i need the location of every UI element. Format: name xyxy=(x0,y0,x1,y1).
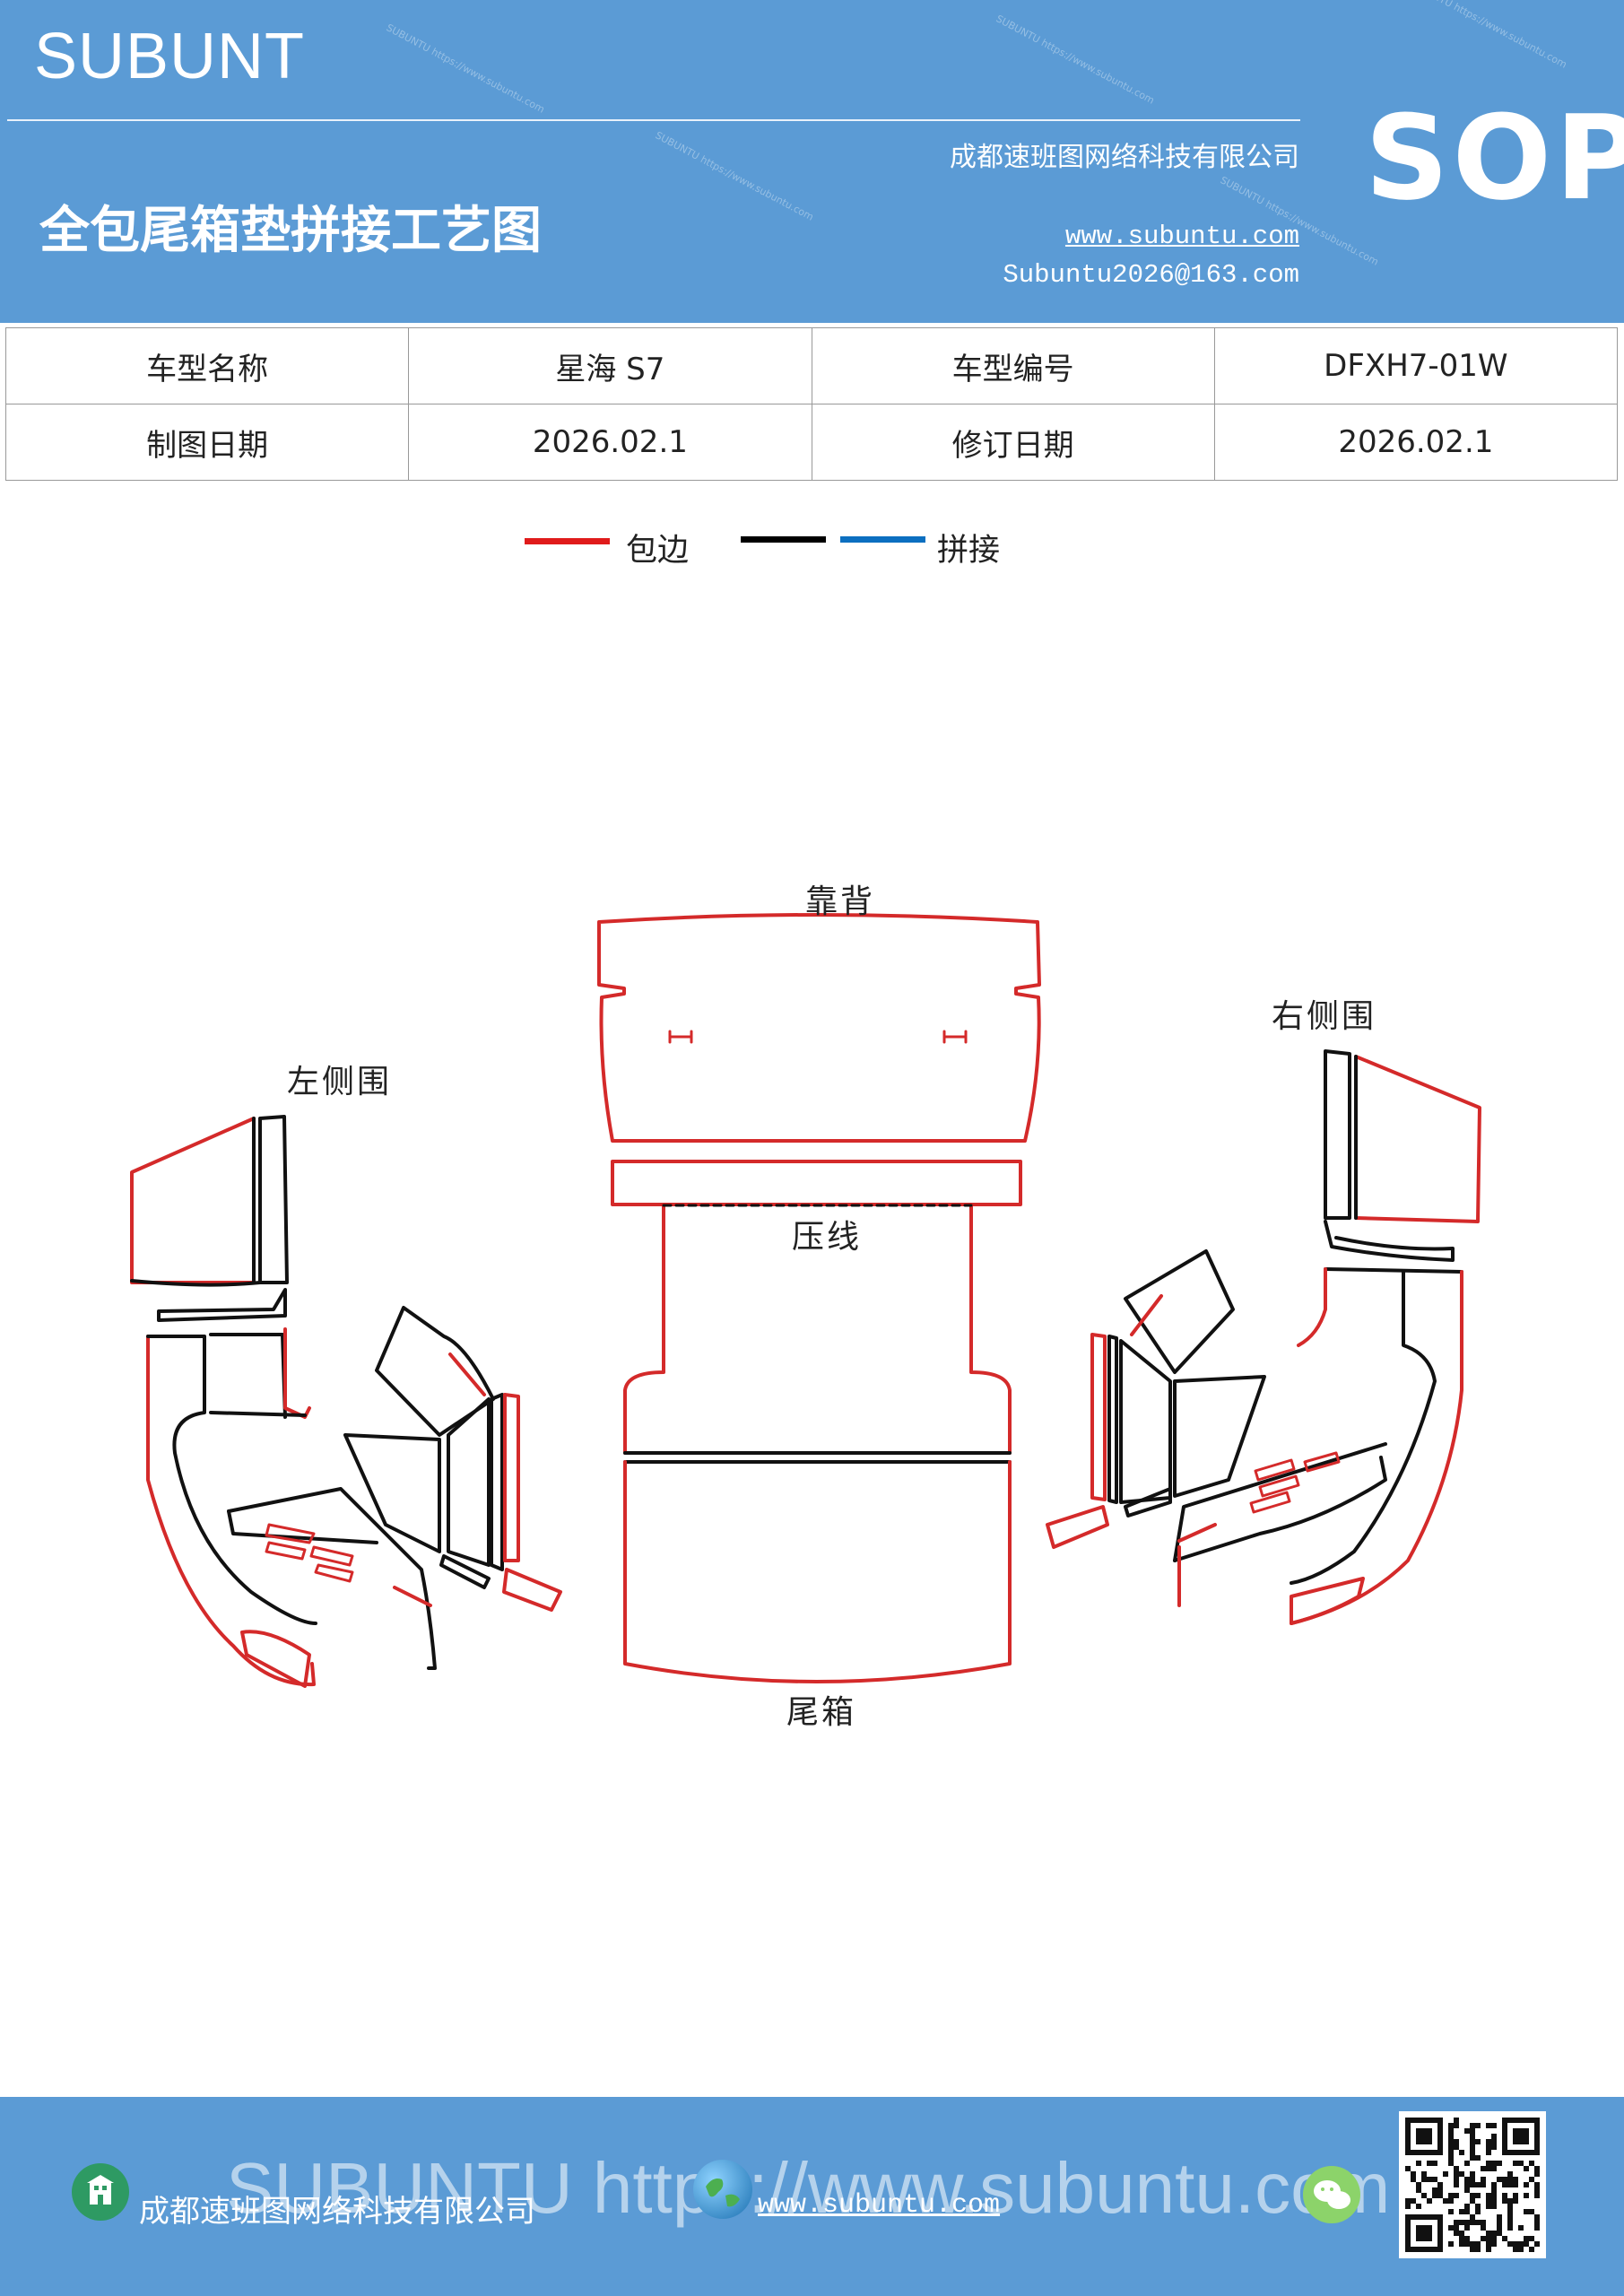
label-press-line: 压线 xyxy=(792,1219,863,1256)
label-backrest: 靠背 xyxy=(805,883,876,920)
sop-badge: SOP xyxy=(1365,90,1624,226)
value-model-name: 星海 S7 xyxy=(408,327,812,404)
value-model-code: DFXH7-01W xyxy=(1213,327,1619,404)
legend-label-seam: 拼接 xyxy=(937,533,1001,569)
label-revise-date: 修订日期 xyxy=(811,404,1215,481)
backrest-panel xyxy=(597,913,1041,1143)
backrest-bar xyxy=(611,1160,1022,1206)
right-side-pieces xyxy=(1046,1049,1481,1625)
label-right-side: 右侧围 xyxy=(1272,998,1377,1035)
globe-icon xyxy=(693,2160,752,2219)
label-left-side: 左侧围 xyxy=(287,1064,393,1100)
legend-line-edge xyxy=(525,538,610,544)
website-link[interactable]: www.subuntu.com xyxy=(1064,222,1299,251)
footer-watermark: SUBUNTU https://www.subuntu.com xyxy=(226,2148,1391,2228)
wechat-icon xyxy=(1303,2166,1360,2223)
info-table: 车型名称 星海 S7 车型编号 DFXH7-01W 制图日期 2026.02.1… xyxy=(4,327,1619,481)
legend: 包边 拼接 xyxy=(0,518,1624,572)
floor-panel xyxy=(623,1203,1012,1455)
label-trunk: 尾箱 xyxy=(786,1694,857,1731)
qr-code[interactable] xyxy=(1399,2111,1546,2258)
brand-logo: SUBUNT xyxy=(34,21,306,92)
label-model-code: 车型编号 xyxy=(811,327,1215,404)
label-model-name: 车型名称 xyxy=(4,327,410,404)
email-link[interactable]: Subuntu2026@163.com xyxy=(1003,260,1299,290)
value-draw-date: 2026.02.1 xyxy=(408,404,812,481)
company-name: 成都速班图网络科技有限公司 xyxy=(950,142,1299,173)
document-title: 全包尾箱垫拼接工艺图 xyxy=(39,201,542,260)
value-revise-date: 2026.02.1 xyxy=(1213,404,1619,481)
legend-line-seam xyxy=(840,536,925,543)
left-side-pieces xyxy=(130,1115,562,1688)
footer-company: 成都速班图网络科技有限公司 xyxy=(139,2194,535,2230)
header-banner: SUBUNT 全包尾箱垫拼接工艺图 成都速班图网络科技有限公司 www.subu… xyxy=(0,0,1624,323)
legend-label-edge: 包边 xyxy=(626,533,690,569)
footer-banner: SUBUNTU https://www.subuntu.com 成都速班图网络科… xyxy=(0,2097,1624,2296)
label-draw-date: 制图日期 xyxy=(4,404,410,481)
header-divider xyxy=(7,119,1300,121)
table-row: 车型名称 星海 S7 车型编号 DFXH7-01W xyxy=(4,327,1619,404)
trunk-panel xyxy=(623,1460,1012,1683)
footer-website-link[interactable]: www.subuntu.com xyxy=(758,2190,1001,2221)
building-icon xyxy=(72,2163,129,2221)
table-row: 制图日期 2026.02.1 修订日期 2026.02.1 xyxy=(4,404,1619,481)
legend-line-black xyxy=(741,536,826,543)
